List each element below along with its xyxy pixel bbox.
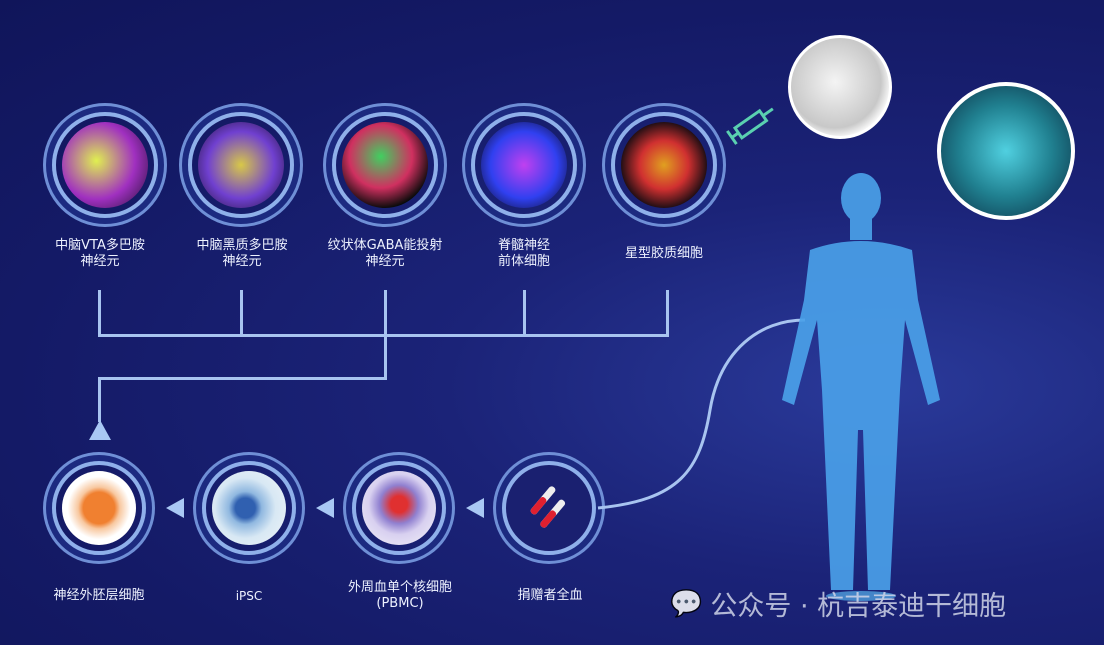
label-line: 纹状体GABA能投射 [327, 238, 443, 253]
label-line: 星型胶质细胞 [624, 246, 704, 261]
cell-image-neuroectoderm [52, 461, 146, 555]
human-body [782, 173, 940, 590]
label-gaba-neuron: 纹状体GABA能投射神经元 [328, 238, 443, 270]
label-line: 神经元 [222, 254, 262, 269]
label-line: 神经元 [80, 254, 120, 269]
cell-image-ipsc [202, 461, 296, 555]
glow-base [826, 591, 896, 601]
brain-image [788, 35, 892, 139]
label-donor-blood: 捐赠者全血 [517, 588, 582, 604]
arrow-up-icon [89, 420, 111, 440]
blood-tube-button [502, 461, 596, 555]
connector-line [98, 377, 101, 422]
label-line: 脊髓神经 [497, 238, 551, 253]
connector-line [666, 290, 669, 336]
label-line: 中脑VTA多巴胺 [55, 238, 145, 253]
label-line: (PBMC) [376, 596, 424, 611]
label-spinal-progenitor: 脊髓神经前体细胞 [498, 238, 550, 270]
label-line: 神经外胚层细胞 [53, 588, 145, 603]
arrow-left-icon [316, 498, 334, 518]
label-line: 前体细胞 [497, 254, 551, 269]
blood-tubes-icon [530, 486, 566, 528]
label-ipsc: iPSC [236, 588, 263, 604]
label-line: 捐赠者全血 [517, 588, 583, 603]
cell-image-vta-dopamine-neuron [52, 112, 158, 218]
connector-line [98, 290, 101, 336]
donor-curve [597, 318, 806, 510]
arrow-left-icon [466, 498, 484, 518]
watermark: 💬 公众号 · 杭吉泰迪干细胞 [670, 584, 1006, 623]
label-line: 中脑黑质多巴胺 [196, 238, 288, 253]
cell-image-astrocyte [611, 112, 717, 218]
connector-line [98, 334, 669, 337]
cell-image-spinal-progenitor [471, 112, 577, 218]
cell-image-sn-dopamine-neuron [188, 112, 294, 218]
connector-line [98, 377, 387, 380]
connector-line [240, 290, 243, 336]
cell-image-gaba-neuron [332, 112, 438, 218]
connector-line [523, 290, 526, 336]
arrow-left-icon [166, 498, 184, 518]
label-sn-dopamine-neuron: 中脑黑质多巴胺神经元 [196, 238, 287, 270]
label-line: 外周血单个核细胞 [347, 580, 453, 595]
label-line: 神经元 [365, 254, 405, 269]
wechat-icon: 💬 [670, 588, 703, 619]
watermark-text: 公众号 · 杭吉泰迪干细胞 [710, 591, 1007, 622]
label-neuroectoderm: 神经外胚层细胞 [53, 588, 144, 604]
syringe-icon [726, 107, 774, 145]
label-vta-dopamine-neuron: 中脑VTA多巴胺神经元 [55, 238, 145, 270]
label-line: iPSC [235, 589, 263, 603]
cell-image-pbmc [352, 461, 446, 555]
neural-network-image [937, 82, 1075, 220]
label-astrocyte: 星型胶质细胞 [625, 246, 703, 262]
label-pbmc: 外周血单个核细胞(PBMC) [348, 580, 452, 612]
